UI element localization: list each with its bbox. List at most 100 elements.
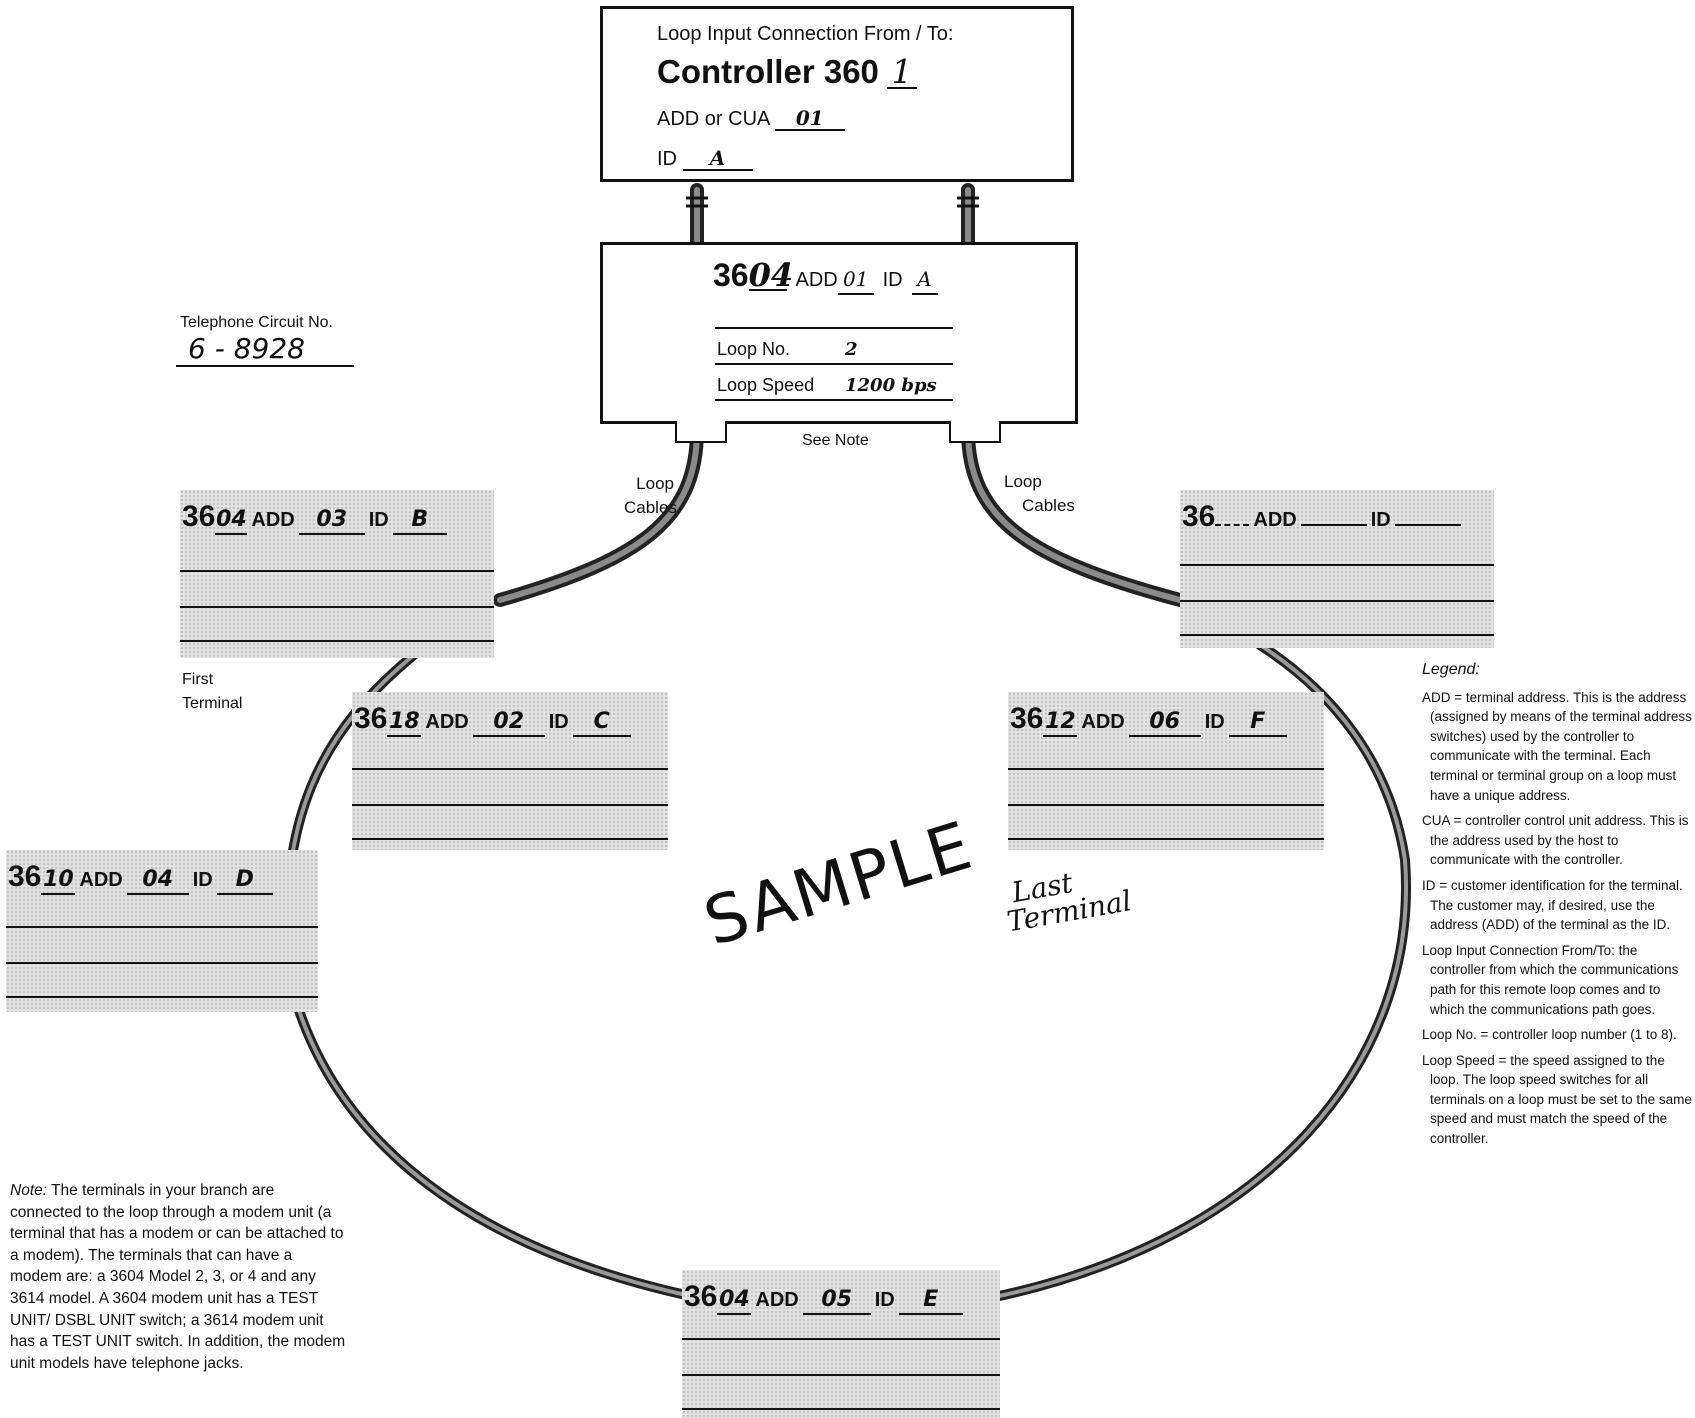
terminal-add-value: 02: [472, 709, 545, 737]
first-terminal-line2: Terminal: [182, 695, 243, 712]
terminal-model: [1215, 524, 1250, 526]
modem-add-value: 01: [837, 265, 874, 295]
loop-cables-left-label: Loop Cables: [624, 472, 677, 520]
modem-port-right: [949, 421, 1001, 443]
controller-add-label: ADD or CUA: [657, 108, 770, 130]
terminal-blank-line: [180, 606, 494, 608]
terminal-blank-line: [6, 962, 318, 964]
terminal-prefix: 36: [1010, 702, 1044, 735]
legend-entry-loop-speed: Loop Speed = the speed assigned to the l…: [1422, 1052, 1692, 1147]
terminal-id-label: ID: [368, 509, 389, 531]
terminal-blank-line: [1008, 804, 1324, 806]
terminal-add-label: ADD: [425, 711, 469, 733]
legend-title: Legend:: [1422, 661, 1480, 678]
terminal-blank-line: [352, 838, 668, 840]
terminal-add-value: 05: [802, 1287, 871, 1315]
terminal-id-label: ID: [1370, 509, 1391, 531]
controller-model-prefix: Controller 360: [657, 53, 879, 90]
note-text: The terminals in your branch are connect…: [10, 1182, 346, 1372]
terminal-header: 36 ADD ID: [1182, 500, 1461, 534]
terminal-id-value: F: [1228, 709, 1287, 737]
telephone-circuit-label: Telephone Circuit No.: [180, 314, 333, 331]
legend-entry-cua: CUA = controller control unit address. T…: [1422, 813, 1689, 868]
loop-no-value: 2: [845, 339, 858, 360]
terminal-add-value: 04: [126, 867, 189, 895]
terminal-prefix: 36: [8, 860, 42, 893]
terminal-id-value: C: [572, 709, 631, 737]
loop-no-underline: [715, 363, 953, 365]
terminal-add-label: ADD: [755, 1289, 799, 1311]
terminal-add-value: [1300, 524, 1367, 526]
modem-model-digits: 04: [748, 256, 794, 294]
terminal-id-label: ID: [874, 1289, 895, 1311]
terminal-model: 12: [1043, 709, 1078, 737]
terminal-prefix: 36: [182, 500, 216, 533]
terminal-add-label: ADD: [1253, 509, 1297, 531]
legend-entry-loop-no: Loop No. = controller loop number (1 to …: [1422, 1027, 1677, 1043]
legend-entry-add: ADD = terminal address. This is the addr…: [1422, 689, 1692, 803]
modem-port-left: [675, 421, 727, 443]
loop-cables-left-line2: Cables: [624, 498, 677, 517]
controller-add-value: 01: [774, 107, 845, 131]
terminal-id-label: ID: [1204, 711, 1225, 733]
terminal-blank-line: [1008, 838, 1324, 840]
terminal-prefix: 36: [684, 1280, 718, 1313]
terminal-blank-line: [682, 1374, 1000, 1376]
terminal-blank-line: [1008, 768, 1324, 770]
loop-no-row: Loop No. 2: [717, 339, 858, 360]
legend-entry-loop-input: Loop Input Connection From/To: the contr…: [1422, 942, 1679, 1017]
loop-speed-label: Loop Speed: [717, 375, 815, 395]
terminal-add-label: ADD: [251, 509, 295, 531]
terminal-id-value: B: [392, 507, 447, 535]
terminal-id-value: E: [898, 1287, 963, 1315]
loop-speed-underline: [715, 399, 953, 401]
terminal-blank-line: [352, 768, 668, 770]
controller-box: Loop Input Connection From / To: Control…: [600, 6, 1074, 182]
terminal-blank-line: [180, 570, 494, 572]
loop-speed-value: 1200 bps: [845, 375, 937, 396]
loop-input-heading: Loop Input Connection From / To:: [657, 23, 954, 45]
note: Note: The terminals in your branch are c…: [10, 1180, 346, 1374]
terminal-add-value: 06: [1128, 709, 1201, 737]
first-terminal-label: First Terminal: [182, 668, 242, 716]
first-terminal-line1: First: [182, 671, 214, 688]
terminal-add-value: 03: [298, 507, 365, 535]
see-note-label: See Note: [802, 432, 869, 449]
terminal-blank-line: [180, 640, 494, 642]
terminal-id-label: ID: [548, 711, 569, 733]
legend: Legend: ADD = terminal address. This is …: [1422, 660, 1692, 1155]
terminal-id-value: D: [216, 867, 273, 895]
terminal-prefix: 36: [1182, 500, 1216, 533]
terminal-blank-line: [1180, 634, 1494, 636]
terminal-id-label: ID: [192, 869, 213, 891]
terminal-blank-line: [1180, 600, 1494, 602]
modem-blank-line: [715, 327, 953, 329]
terminal-model: 04: [717, 1287, 752, 1315]
terminal-blank-line: [682, 1408, 1000, 1410]
controller-model-digit: 1: [886, 55, 917, 89]
terminal-blank-line: [6, 996, 318, 998]
loop-cables-right-line1: Loop: [1004, 472, 1042, 491]
controller-add-row: ADD or CUA 01: [657, 107, 845, 131]
loop-cables-left-line1: Loop: [636, 474, 674, 493]
terminal-prefix: 36: [354, 702, 388, 735]
modem-id-value: A: [911, 265, 938, 295]
controller-id-row: ID A: [657, 147, 753, 171]
loop-no-label: Loop No.: [717, 339, 791, 359]
terminal-blank-line: [352, 804, 668, 806]
terminal-card-top-right: 36 ADD ID: [1180, 490, 1494, 648]
modem-add-label: ADD: [795, 269, 838, 291]
terminal-add-label: ADD: [1081, 711, 1125, 733]
legend-entry-id: ID = customer identification for the ter…: [1422, 877, 1683, 933]
loop-cables-right-line2: Cables: [1022, 496, 1075, 515]
